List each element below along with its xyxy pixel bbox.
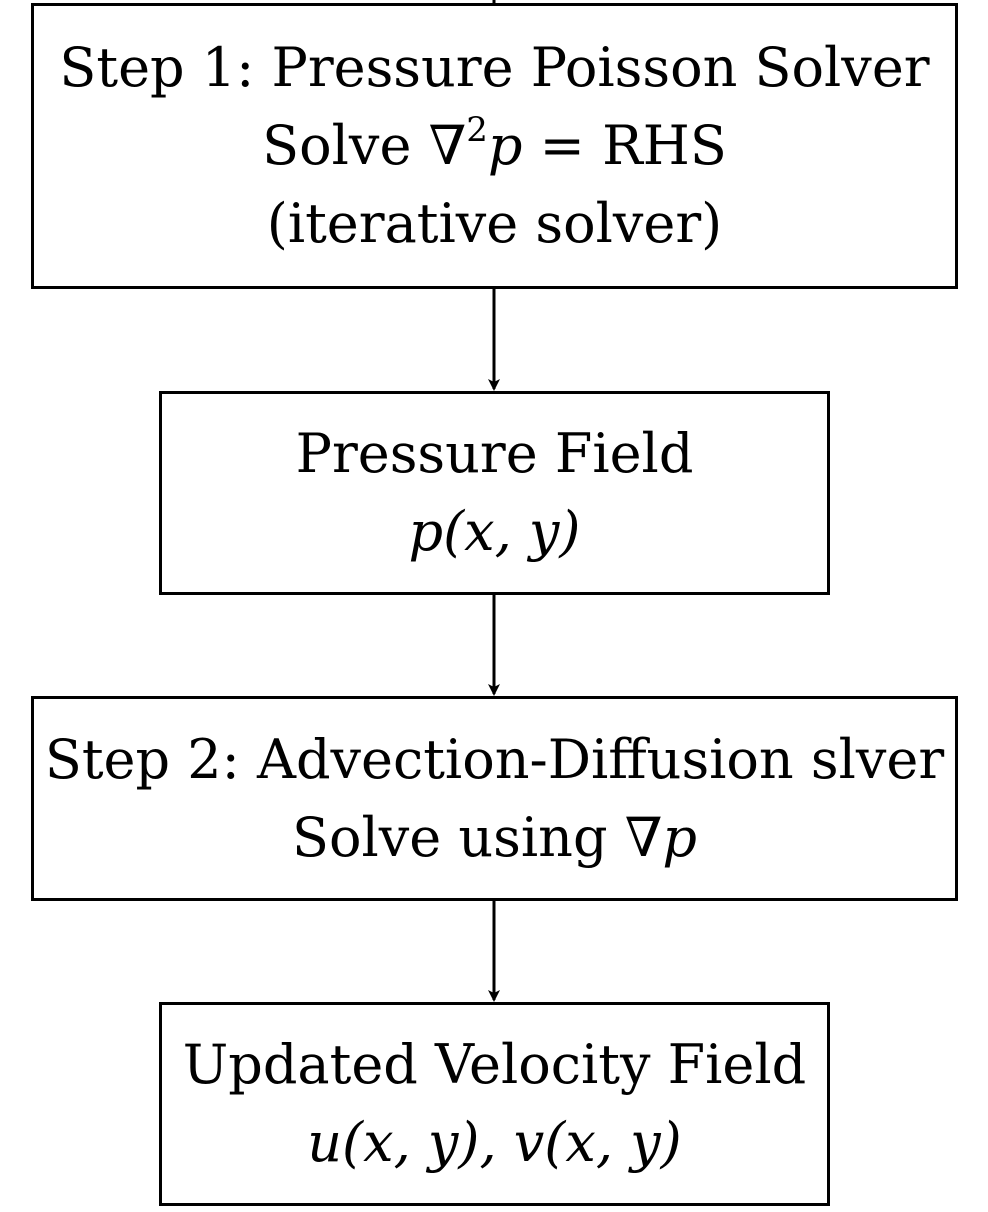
step1-equation-suffix: = RHS — [522, 114, 727, 177]
step1-equation-prefix: Solve — [262, 114, 429, 177]
step1-note: (iterative solver) — [266, 192, 723, 255]
step2-advection-diffusion-box: Step 2: Advection-Diffusion slver Solve … — [31, 696, 958, 901]
nabla-symbol: ∇ — [624, 805, 663, 869]
nabla-symbol: ∇ — [428, 114, 467, 177]
velocity-field-title: Updated Velocity Field — [182, 1033, 807, 1096]
step2-using: Solve using ∇p — [292, 799, 697, 877]
step1-exponent: 2 — [466, 110, 488, 150]
velocity-field-box: Updated Velocity Field u(x, y), v(x, y) — [159, 1002, 830, 1206]
step1-equation: Solve ∇2p = RHS — [262, 107, 727, 185]
step1-title: Step 1: Pressure Poisson Solver — [59, 36, 930, 99]
step2-using-prefix: Solve using — [292, 805, 625, 869]
pressure-field-title: Pressure Field — [295, 422, 694, 485]
step1-pressure-poisson-box: Step 1: Pressure Poisson Solver Solve ∇2… — [31, 3, 958, 289]
step1-variable: p — [487, 114, 523, 177]
pressure-field-box: Pressure Field p(x, y) — [159, 391, 830, 595]
step2-variable: p — [662, 805, 697, 869]
step2-title: Step 2: Advection-Diffusion slver — [44, 727, 945, 791]
velocity-field-expression: u(x, y), v(x, y) — [307, 1111, 682, 1174]
pressure-field-expression: p(x, y) — [408, 500, 581, 563]
